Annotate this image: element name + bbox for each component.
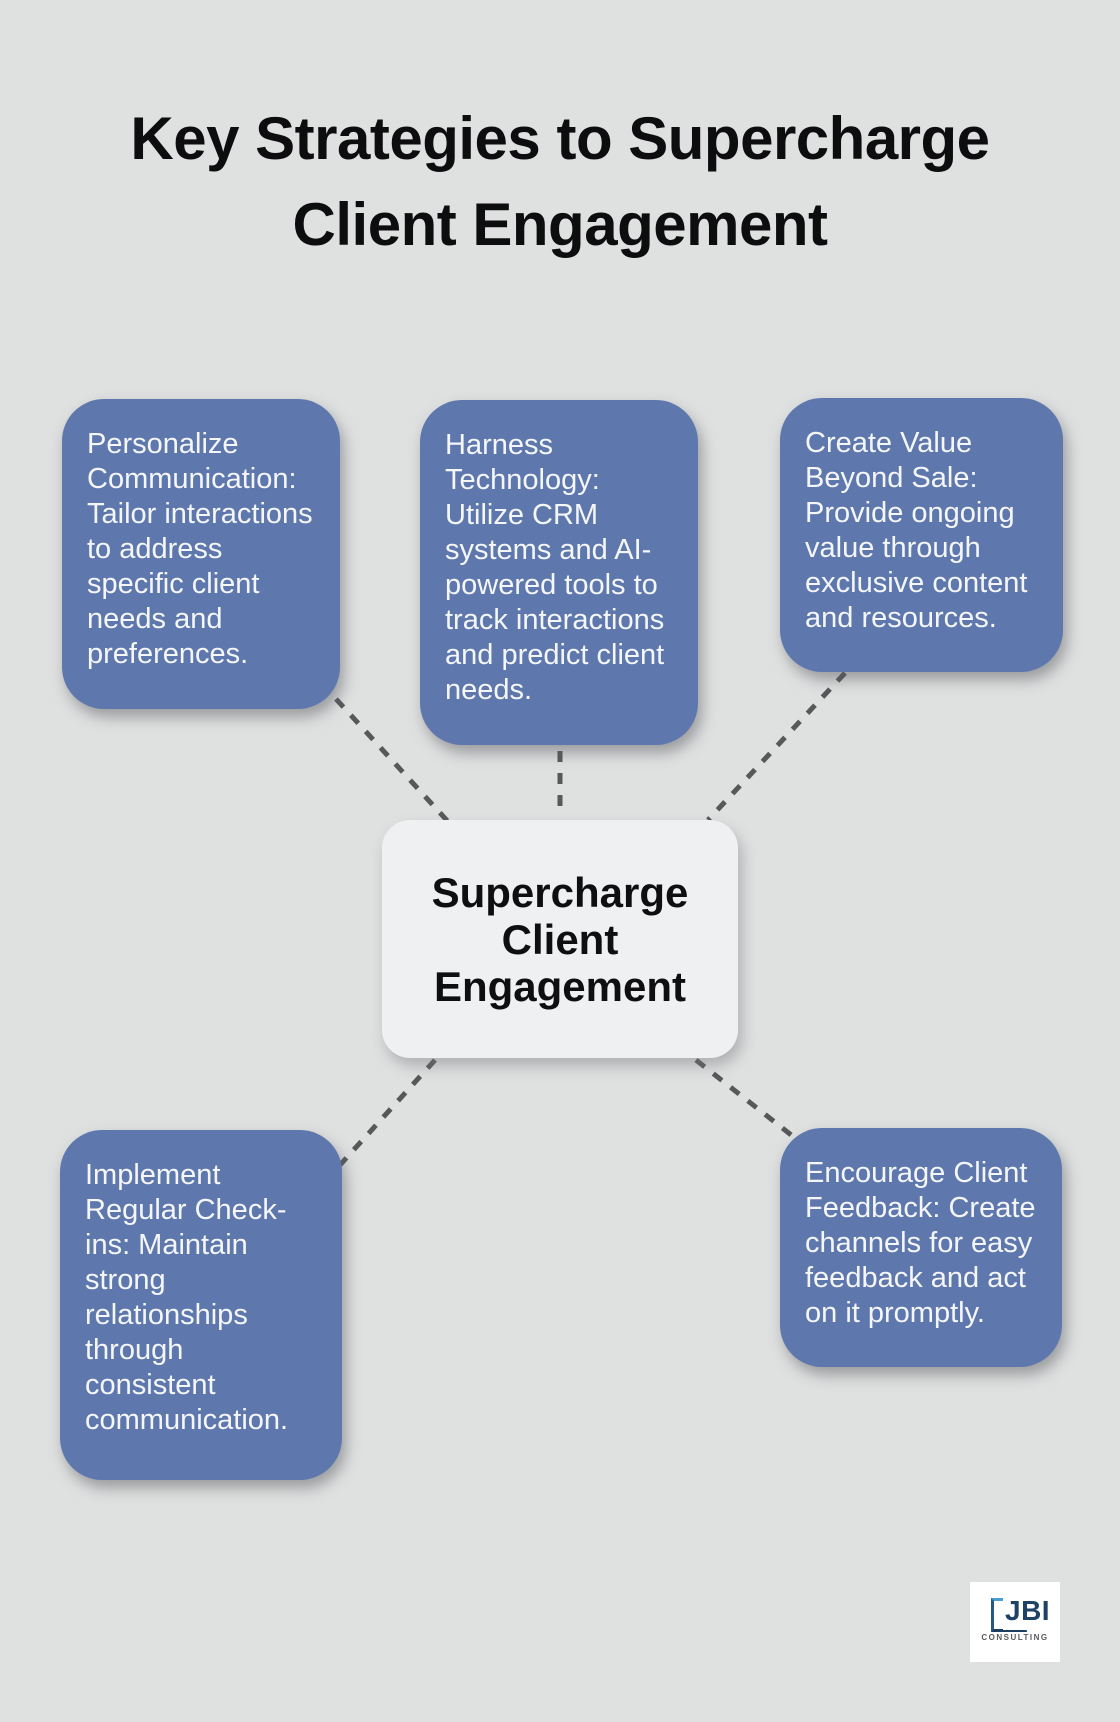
card-implement-regular-check-ins: Implement Regular Check-ins: Maintain st…	[60, 1130, 342, 1480]
card-create-value-beyond-sale-text: Create Value Beyond Sale: Provide ongoin…	[805, 427, 1028, 634]
card-personalize-communication: Personalize Communication: Tailor intera…	[62, 399, 340, 709]
card-encourage-client-feedback-text: Encourage Client Feedback: Create channe…	[805, 1157, 1036, 1329]
card-personalize-communication-text: Personalize Communication: Tailor intera…	[87, 428, 313, 670]
page-title-line-2: Client Engagement	[292, 191, 828, 258]
card-harness-technology-text: Harness Technology: Utilize CRM systems …	[445, 429, 665, 706]
card-encourage-client-feedback: Encourage Client Feedback: Create channe…	[780, 1128, 1062, 1367]
center-node-label: Supercharge Client Engagement	[431, 868, 689, 1010]
logo-name: JBI	[1003, 1592, 1052, 1630]
card-implement-regular-check-ins-text: Implement Regular Check-ins: Maintain st…	[85, 1159, 289, 1436]
page-title-line-1: Key Strategies to Supercharge	[130, 105, 990, 172]
card-create-value-beyond-sale: Create Value Beyond Sale: Provide ongoin…	[780, 398, 1063, 672]
connector-center-to-feedback	[694, 1058, 797, 1140]
connector-value-to-center	[706, 671, 847, 822]
connector-center-to-checkins	[338, 1058, 437, 1167]
jbi-consulting-logo: JBI CONSULTING	[970, 1582, 1060, 1662]
logo-subtext: CONSULTING	[981, 1633, 1049, 1642]
center-node: Supercharge Client Engagement	[382, 820, 738, 1058]
card-harness-technology: Harness Technology: Utilize CRM systems …	[420, 400, 698, 745]
page-title: Key Strategies to Supercharge Client Eng…	[0, 96, 1120, 268]
